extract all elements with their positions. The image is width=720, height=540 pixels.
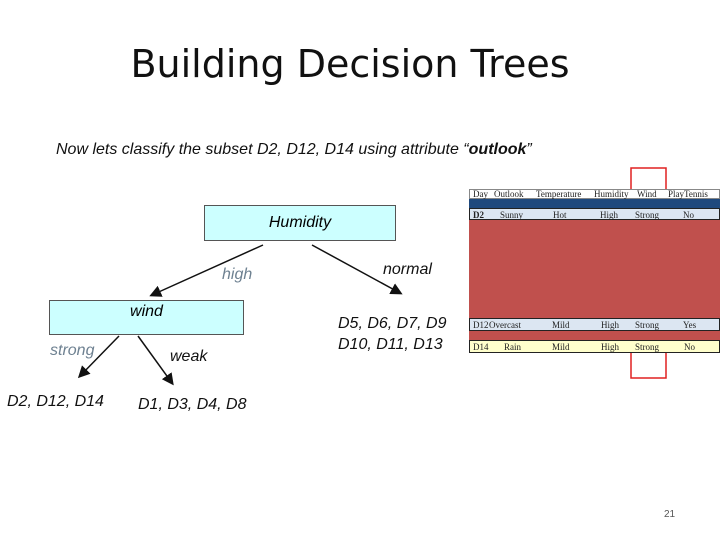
header-humidity: Humidity: [594, 189, 629, 199]
header-playtennis: PlayTennis: [668, 189, 708, 199]
header-wind: Wind: [637, 189, 657, 199]
edge-normal-arrow: [311, 244, 403, 295]
cell-outlook: Overcast: [489, 320, 521, 330]
edge-label-strong: strong: [50, 342, 95, 359]
blue-bar: [469, 199, 720, 209]
cell-playtennis: No: [683, 210, 694, 220]
red-mask: [469, 220, 720, 318]
cell-humidity: High: [601, 342, 619, 352]
table-header-row: Day Outlook Temperature Humidity Wind Pl…: [469, 189, 720, 199]
table-row: D12 Overcast Mild High Strong Yes: [469, 318, 720, 331]
cell-playtennis: Yes: [683, 320, 697, 330]
edge-high-arrow: [149, 244, 264, 297]
edge-weak-arrow: [137, 335, 174, 386]
header-outlook: Outlook: [494, 189, 524, 199]
edge-label-weak: weak: [170, 348, 208, 365]
subtitle-suffix: ”: [526, 141, 532, 158]
cell-day: D14: [473, 342, 489, 352]
edge-label-normal: normal: [383, 261, 432, 278]
leaf-normal-line2: D10, D11, D13: [338, 336, 443, 353]
cell-temperature: Hot: [553, 210, 567, 220]
table-row: D14 Rain Mild High Strong No: [469, 340, 720, 353]
cell-wind: Strong: [635, 210, 660, 220]
edge-strong-arrow: [77, 335, 120, 379]
cell-temperature: Mild: [552, 320, 570, 330]
cell-wind: Strong: [635, 320, 660, 330]
cell-day: D2: [473, 210, 484, 220]
header-day: Day: [473, 189, 488, 199]
cell-playtennis: No: [684, 342, 695, 352]
leaf-weak: D1, D3, D4, D8: [138, 396, 247, 413]
humidity-node: Humidity: [204, 205, 396, 241]
wind-node: wind: [49, 300, 244, 335]
cell-humidity: High: [601, 320, 619, 330]
subtitle-bold: outlook: [468, 141, 527, 158]
cell-outlook: Rain: [504, 342, 521, 352]
red-mask: [469, 331, 720, 341]
leaf-normal-line1: D5, D6, D7, D9: [338, 315, 447, 332]
cell-humidity: High: [600, 210, 618, 220]
cell-day: D12: [473, 320, 489, 330]
page-number: 21: [664, 509, 676, 520]
header-temperature: Temperature: [536, 189, 582, 199]
cell-outlook: Sunny: [500, 210, 524, 220]
leaf-strong: D2, D12, D14: [7, 393, 104, 410]
subtitle-text: Now lets classify the subset D2, D12, D1…: [56, 141, 469, 158]
data-table: Day Outlook Temperature Humidity Wind Pl…: [469, 189, 720, 354]
slide-title: Building Decision Trees: [130, 42, 570, 86]
edge-label-high: high: [222, 266, 253, 283]
table-row: D2 Sunny Hot High Strong No: [469, 208, 720, 220]
cell-temperature: Mild: [552, 342, 570, 352]
cell-wind: Strong: [635, 342, 660, 352]
slide-subtitle: Now lets classify the subset D2, D12, D1…: [56, 141, 532, 159]
